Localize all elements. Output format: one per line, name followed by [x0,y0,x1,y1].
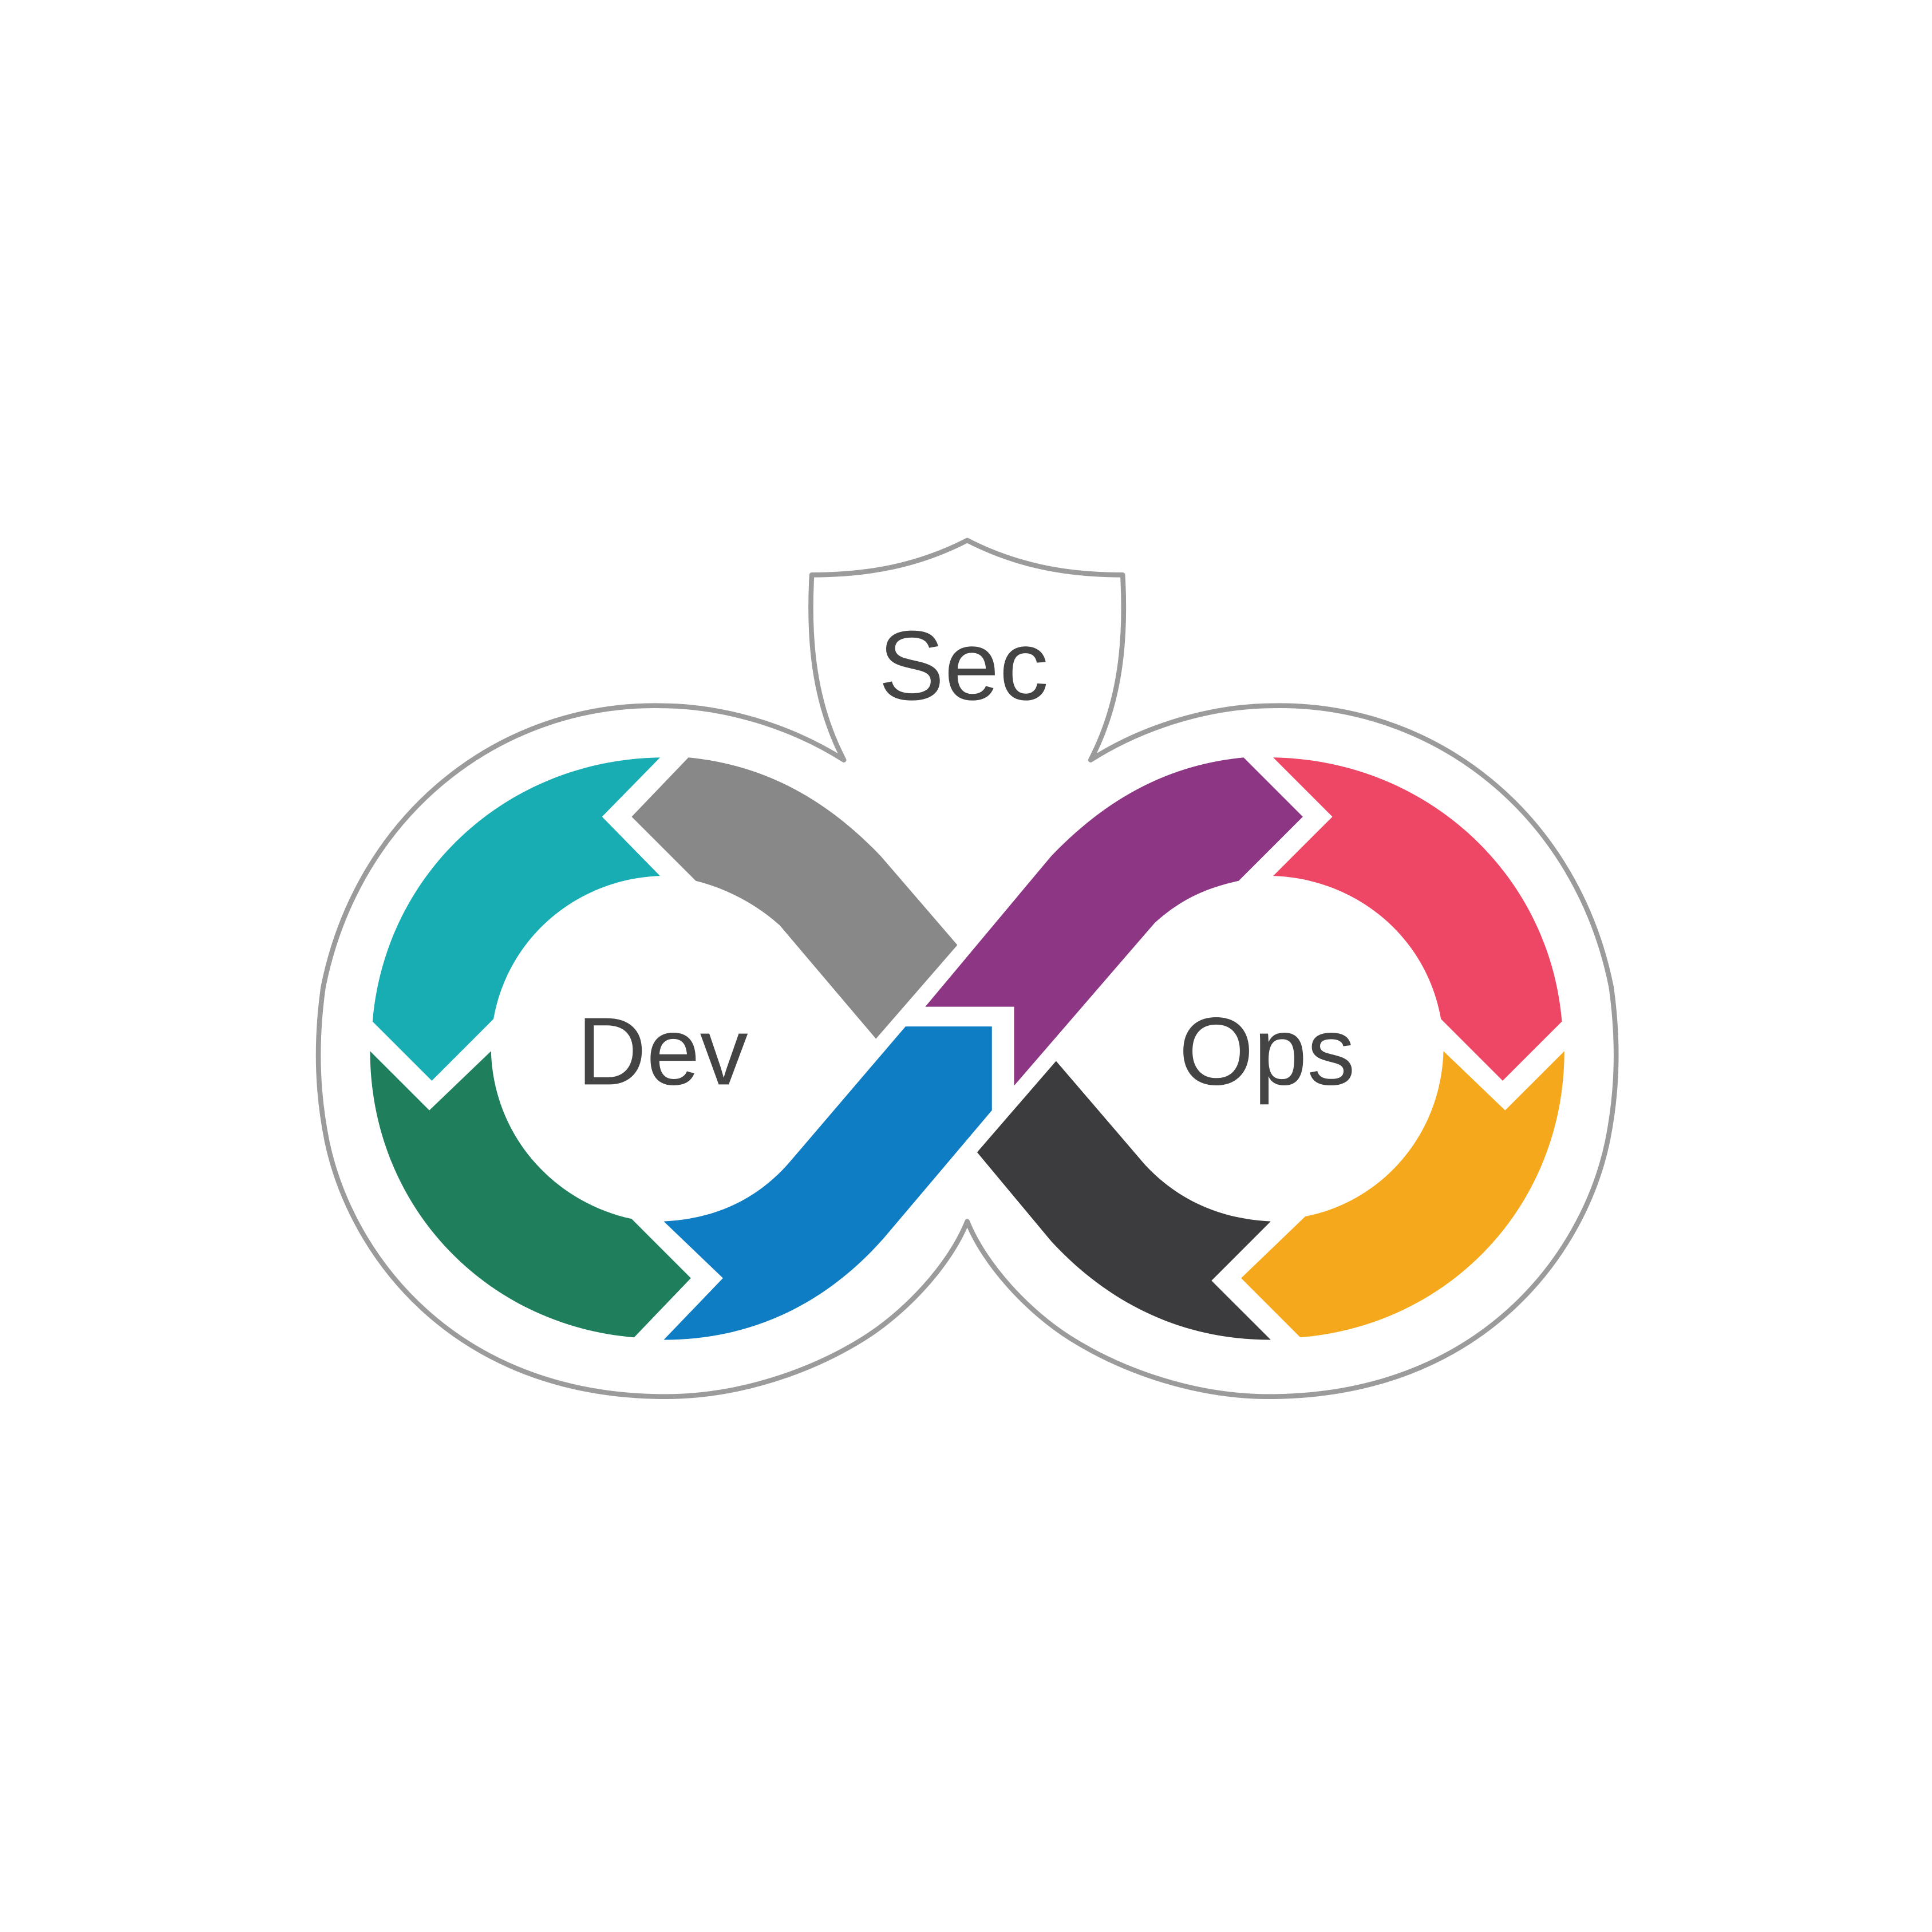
ops-bottom-left-segment [977,1061,1271,1340]
dev-top-right-segment [631,757,958,1039]
sec-label: Sec [879,610,1049,721]
ops-bottom-right-segment [1241,1051,1564,1338]
ops-top-right-segment [1273,757,1562,1081]
ops-label: Ops [1179,997,1355,1105]
dev-bottom-right-segment [663,1026,992,1340]
dev-top-left-segment [372,757,661,1081]
ops-top-left-segment [925,757,1303,1086]
dev-label: Dev [577,997,748,1105]
dev-bottom-left-segment [370,1051,691,1338]
